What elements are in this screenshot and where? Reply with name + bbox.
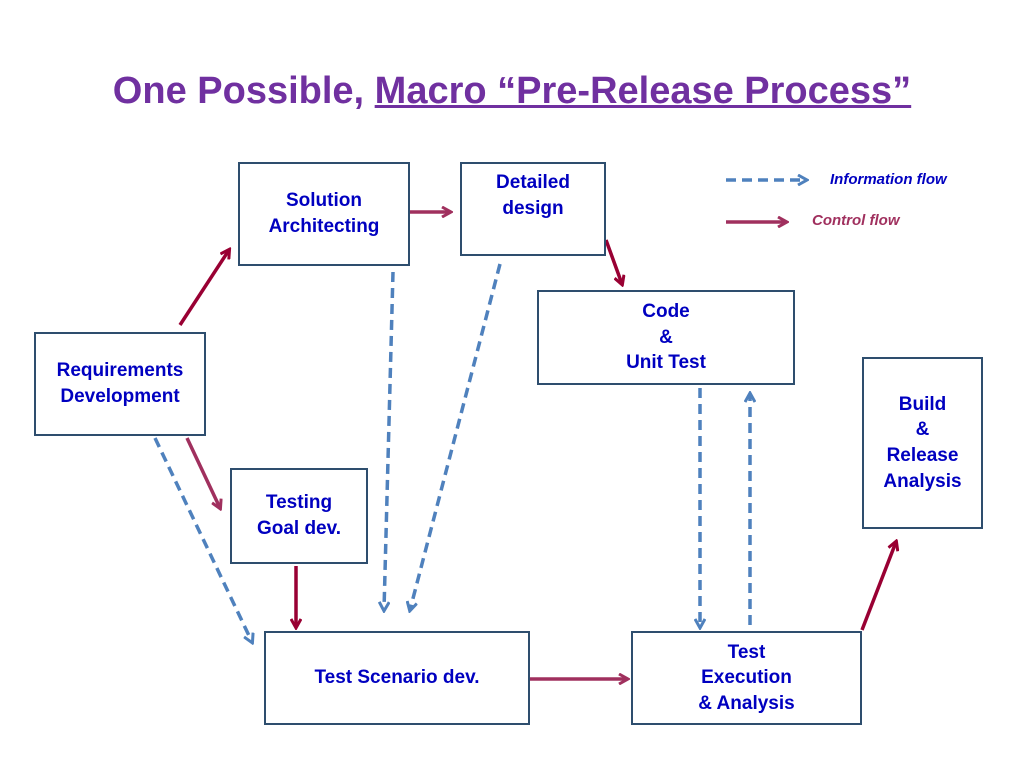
box-line: Requirements — [56, 360, 184, 382]
arrow-req-to-solution — [178, 250, 229, 326]
box-line: Test — [727, 641, 766, 663]
box-line: Goal dev. — [256, 518, 342, 539]
arrow-detailed-to-code — [604, 239, 622, 284]
arrow-req-to-testing-goal — [185, 437, 220, 508]
legend-info-label: Information flow — [830, 171, 947, 188]
box-line: & Analysis — [698, 692, 795, 714]
box-build-release-analysis: Build & Release Analysis — [862, 357, 983, 529]
box-line: Build — [898, 393, 947, 415]
box-solution-architecting: Solution Architecting — [238, 162, 410, 266]
page-title: One Possible, Macro “Pre-Release Process… — [0, 70, 1024, 113]
box-line: Execution — [701, 667, 792, 689]
box-test-scenario-dev: Test Scenario dev. — [264, 631, 530, 725]
arrow-execution-to-build — [860, 542, 896, 631]
box-requirements-development: Requirements Development — [34, 332, 206, 436]
info-req-to-scenario — [153, 437, 252, 642]
title-part2: Macro “Pre-Release Process” — [374, 70, 912, 112]
box-line: Architecting — [268, 216, 380, 237]
title-part1: One Possible, — [112, 70, 375, 112]
box-line: Unit Test — [626, 352, 706, 374]
box-line: & — [915, 419, 930, 441]
info-solution-to-scenario — [384, 271, 395, 610]
info-detailed-to-scenario — [410, 263, 502, 610]
box-line: Testing — [265, 492, 333, 514]
box-line: Detailed — [496, 172, 570, 193]
box-testing-goal-dev: Testing Goal dev. — [230, 468, 368, 564]
legend-control-label: Control flow — [812, 212, 900, 229]
box-line: design — [502, 197, 564, 219]
box-line: & — [659, 326, 673, 348]
box-line: Code — [642, 301, 690, 323]
box-line: Test Scenario dev. — [314, 667, 480, 689]
box-line: Solution — [286, 190, 362, 212]
box-test-execution-analysis: Test Execution & Analysis — [631, 631, 862, 725]
box-detailed-design: Detailed design — [460, 162, 606, 256]
box-line: Analysis — [883, 470, 962, 492]
box-line: Release — [886, 445, 959, 466]
box-line: Development — [60, 386, 180, 407]
box-code-unit-test: Code & Unit Test — [537, 290, 795, 385]
